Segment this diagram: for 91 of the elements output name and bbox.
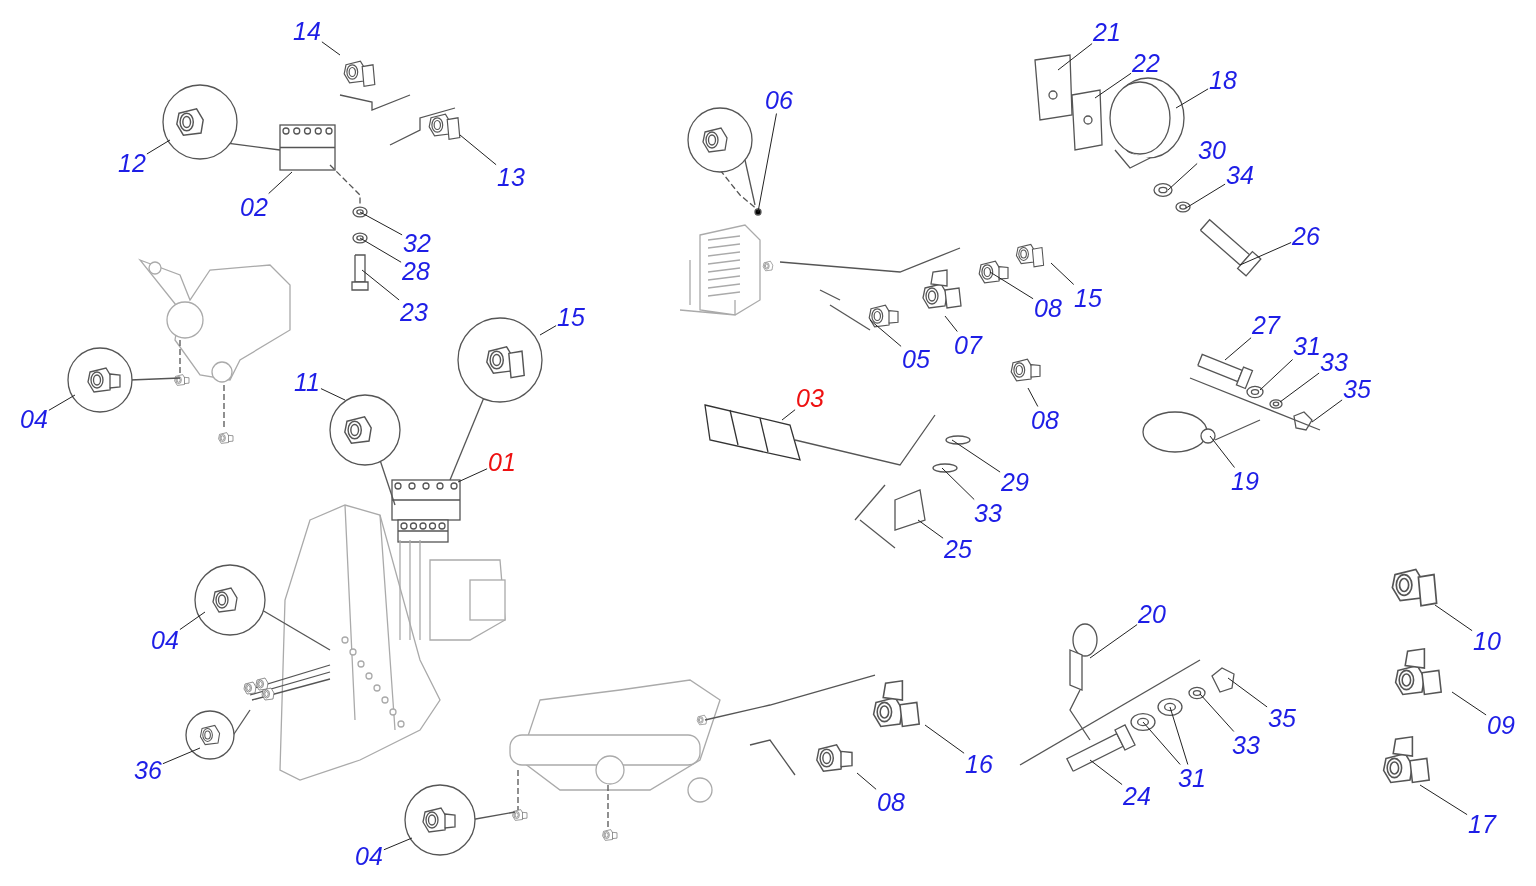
leader-line: [917, 519, 944, 539]
callout-number: 32: [403, 230, 431, 256]
callout-number: 15: [557, 304, 585, 330]
callout-number: 34: [1226, 162, 1254, 188]
callout-number: 13: [497, 164, 525, 190]
callout-number: 35: [1343, 376, 1371, 402]
leader-line: [1167, 163, 1198, 191]
leader-line: [539, 325, 557, 336]
callout-number: 06: [765, 87, 793, 113]
leader-line: [268, 171, 293, 194]
leader-line: [869, 319, 902, 347]
leader-line: [1089, 624, 1138, 659]
callout-number: 33: [974, 500, 1002, 526]
leader-line: [951, 439, 1001, 473]
callout-number: 08: [1034, 295, 1062, 321]
callout-number: 12: [118, 150, 146, 176]
callout-number: 11: [294, 369, 320, 395]
callout-number: 08: [1031, 407, 1059, 433]
leader-line: [944, 315, 958, 332]
callout-number: 30: [1198, 137, 1226, 163]
callout-number: 18: [1209, 67, 1237, 93]
leader-line: [1224, 337, 1252, 361]
callout-number: 19: [1231, 468, 1259, 494]
callout-number: 33: [1320, 349, 1348, 375]
callout-number: 05: [902, 346, 930, 372]
callout-number: 14: [293, 18, 321, 44]
leader-line: [1057, 43, 1093, 71]
leader-line: [781, 409, 796, 421]
leader-line: [1259, 359, 1294, 391]
callout-number: 15: [1074, 285, 1102, 311]
leader-line: [989, 271, 1034, 300]
callout-number: 09: [1487, 712, 1515, 738]
callout-number: 35: [1268, 705, 1296, 731]
leader-line: [856, 772, 877, 790]
leader-line: [1419, 784, 1468, 816]
callout-number: 28: [402, 258, 430, 284]
leader-line: [179, 611, 206, 631]
callout-number: 26: [1292, 223, 1320, 249]
callout-number: 04: [355, 843, 383, 869]
callout-number: 16: [965, 751, 993, 777]
leader-line: [383, 837, 413, 851]
callout-number: 22: [1132, 50, 1160, 76]
leader-line: [1142, 721, 1181, 765]
callout-number: 31: [1293, 333, 1321, 359]
callout-number: 24: [1123, 783, 1151, 809]
leader-line: [1175, 88, 1209, 109]
leader-line: [1434, 604, 1473, 632]
leader-line: [1209, 435, 1235, 468]
leader-line: [1027, 387, 1039, 407]
callout-number: 25: [944, 536, 972, 562]
callout-number: 02: [240, 194, 268, 220]
callout-number: 10: [1473, 628, 1501, 654]
leader-line: [459, 134, 497, 166]
leader-line: [1169, 706, 1189, 765]
leader-line: [1094, 72, 1132, 99]
leader-line: [1451, 691, 1487, 716]
leader-line: [1199, 693, 1235, 732]
leader-line: [48, 394, 76, 411]
callout-number: 33: [1232, 732, 1260, 758]
leader-line: [321, 41, 341, 56]
callout-number: 08: [877, 789, 905, 815]
callout-number: 29: [1001, 469, 1029, 495]
leader-line: [359, 237, 402, 263]
leader-line: [359, 211, 403, 236]
leader-line: [457, 468, 488, 483]
leader-line: [1311, 399, 1343, 423]
callout-number: 31: [1178, 765, 1206, 791]
callout-number: 04: [151, 627, 179, 653]
leader-line: [146, 139, 171, 155]
leader-line: [757, 113, 777, 213]
leader-line: [1089, 759, 1123, 786]
leader-line: [1279, 372, 1320, 403]
leader-line: [162, 747, 201, 765]
leader-line: [1239, 242, 1292, 266]
leader-line: [361, 269, 400, 301]
callout-number: 21: [1093, 19, 1121, 45]
leader-line: [1227, 677, 1268, 708]
callout-number: 17: [1468, 811, 1496, 837]
callout-number: 20: [1138, 601, 1166, 627]
leader-line: [1050, 262, 1075, 285]
leader-line: [320, 388, 346, 401]
callout-number: 07: [954, 332, 982, 358]
callout-number: 23: [400, 299, 428, 325]
leader-line: [1185, 183, 1226, 209]
leader-line: [941, 467, 975, 500]
callout-number: 36: [134, 757, 162, 783]
callout-number: 03: [796, 385, 824, 411]
callout-number: 27: [1252, 312, 1280, 338]
callout-number: 04: [20, 406, 48, 432]
leader-line: [924, 724, 965, 754]
callout-number: 01: [488, 449, 516, 475]
